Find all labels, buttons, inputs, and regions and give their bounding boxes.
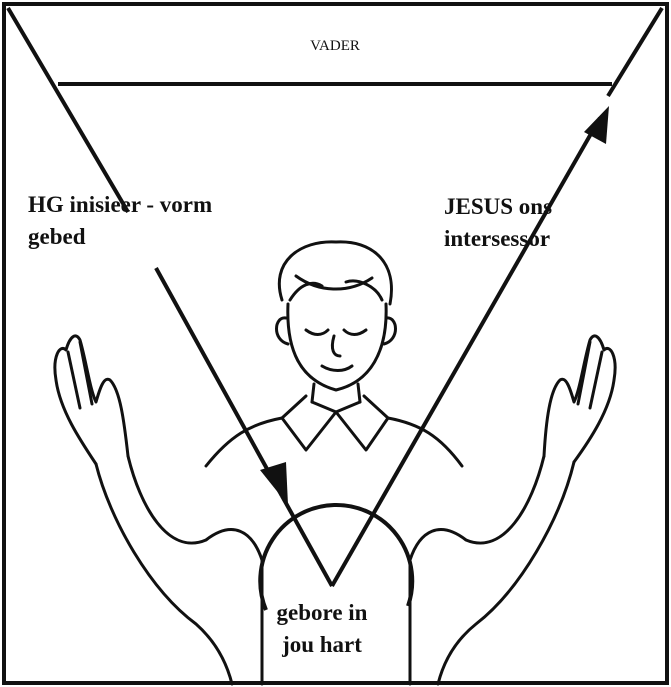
holy-spirit-label-line1: HG inisieer - vorm bbox=[28, 192, 212, 217]
nose bbox=[332, 336, 340, 356]
jesus-label-line1: JESUS ons bbox=[444, 194, 552, 219]
jesus-label-line2: intersessor bbox=[444, 226, 550, 251]
collar bbox=[282, 396, 388, 450]
left-eye bbox=[306, 330, 328, 335]
right-arm-outer bbox=[438, 462, 574, 684]
vader-label: VADER bbox=[310, 38, 360, 54]
right-eye bbox=[344, 330, 366, 335]
face-outline bbox=[288, 304, 386, 390]
holy-spirit-arrow bbox=[156, 268, 282, 496]
mouth bbox=[322, 366, 352, 371]
left-arm-inner bbox=[128, 456, 262, 684]
neck bbox=[312, 384, 360, 402]
left-arm-outer bbox=[96, 464, 232, 684]
holy-spirit-label-line2: gebed bbox=[28, 224, 86, 249]
hair-outline bbox=[279, 242, 391, 304]
heart-circle bbox=[260, 505, 412, 610]
right-diagonal-upper bbox=[608, 8, 662, 96]
heart-label-line2: jou hart bbox=[281, 632, 362, 657]
left-diagonal-upper bbox=[8, 8, 128, 212]
heart-label-line1: gebore in bbox=[277, 600, 368, 625]
left-ear bbox=[277, 318, 289, 344]
